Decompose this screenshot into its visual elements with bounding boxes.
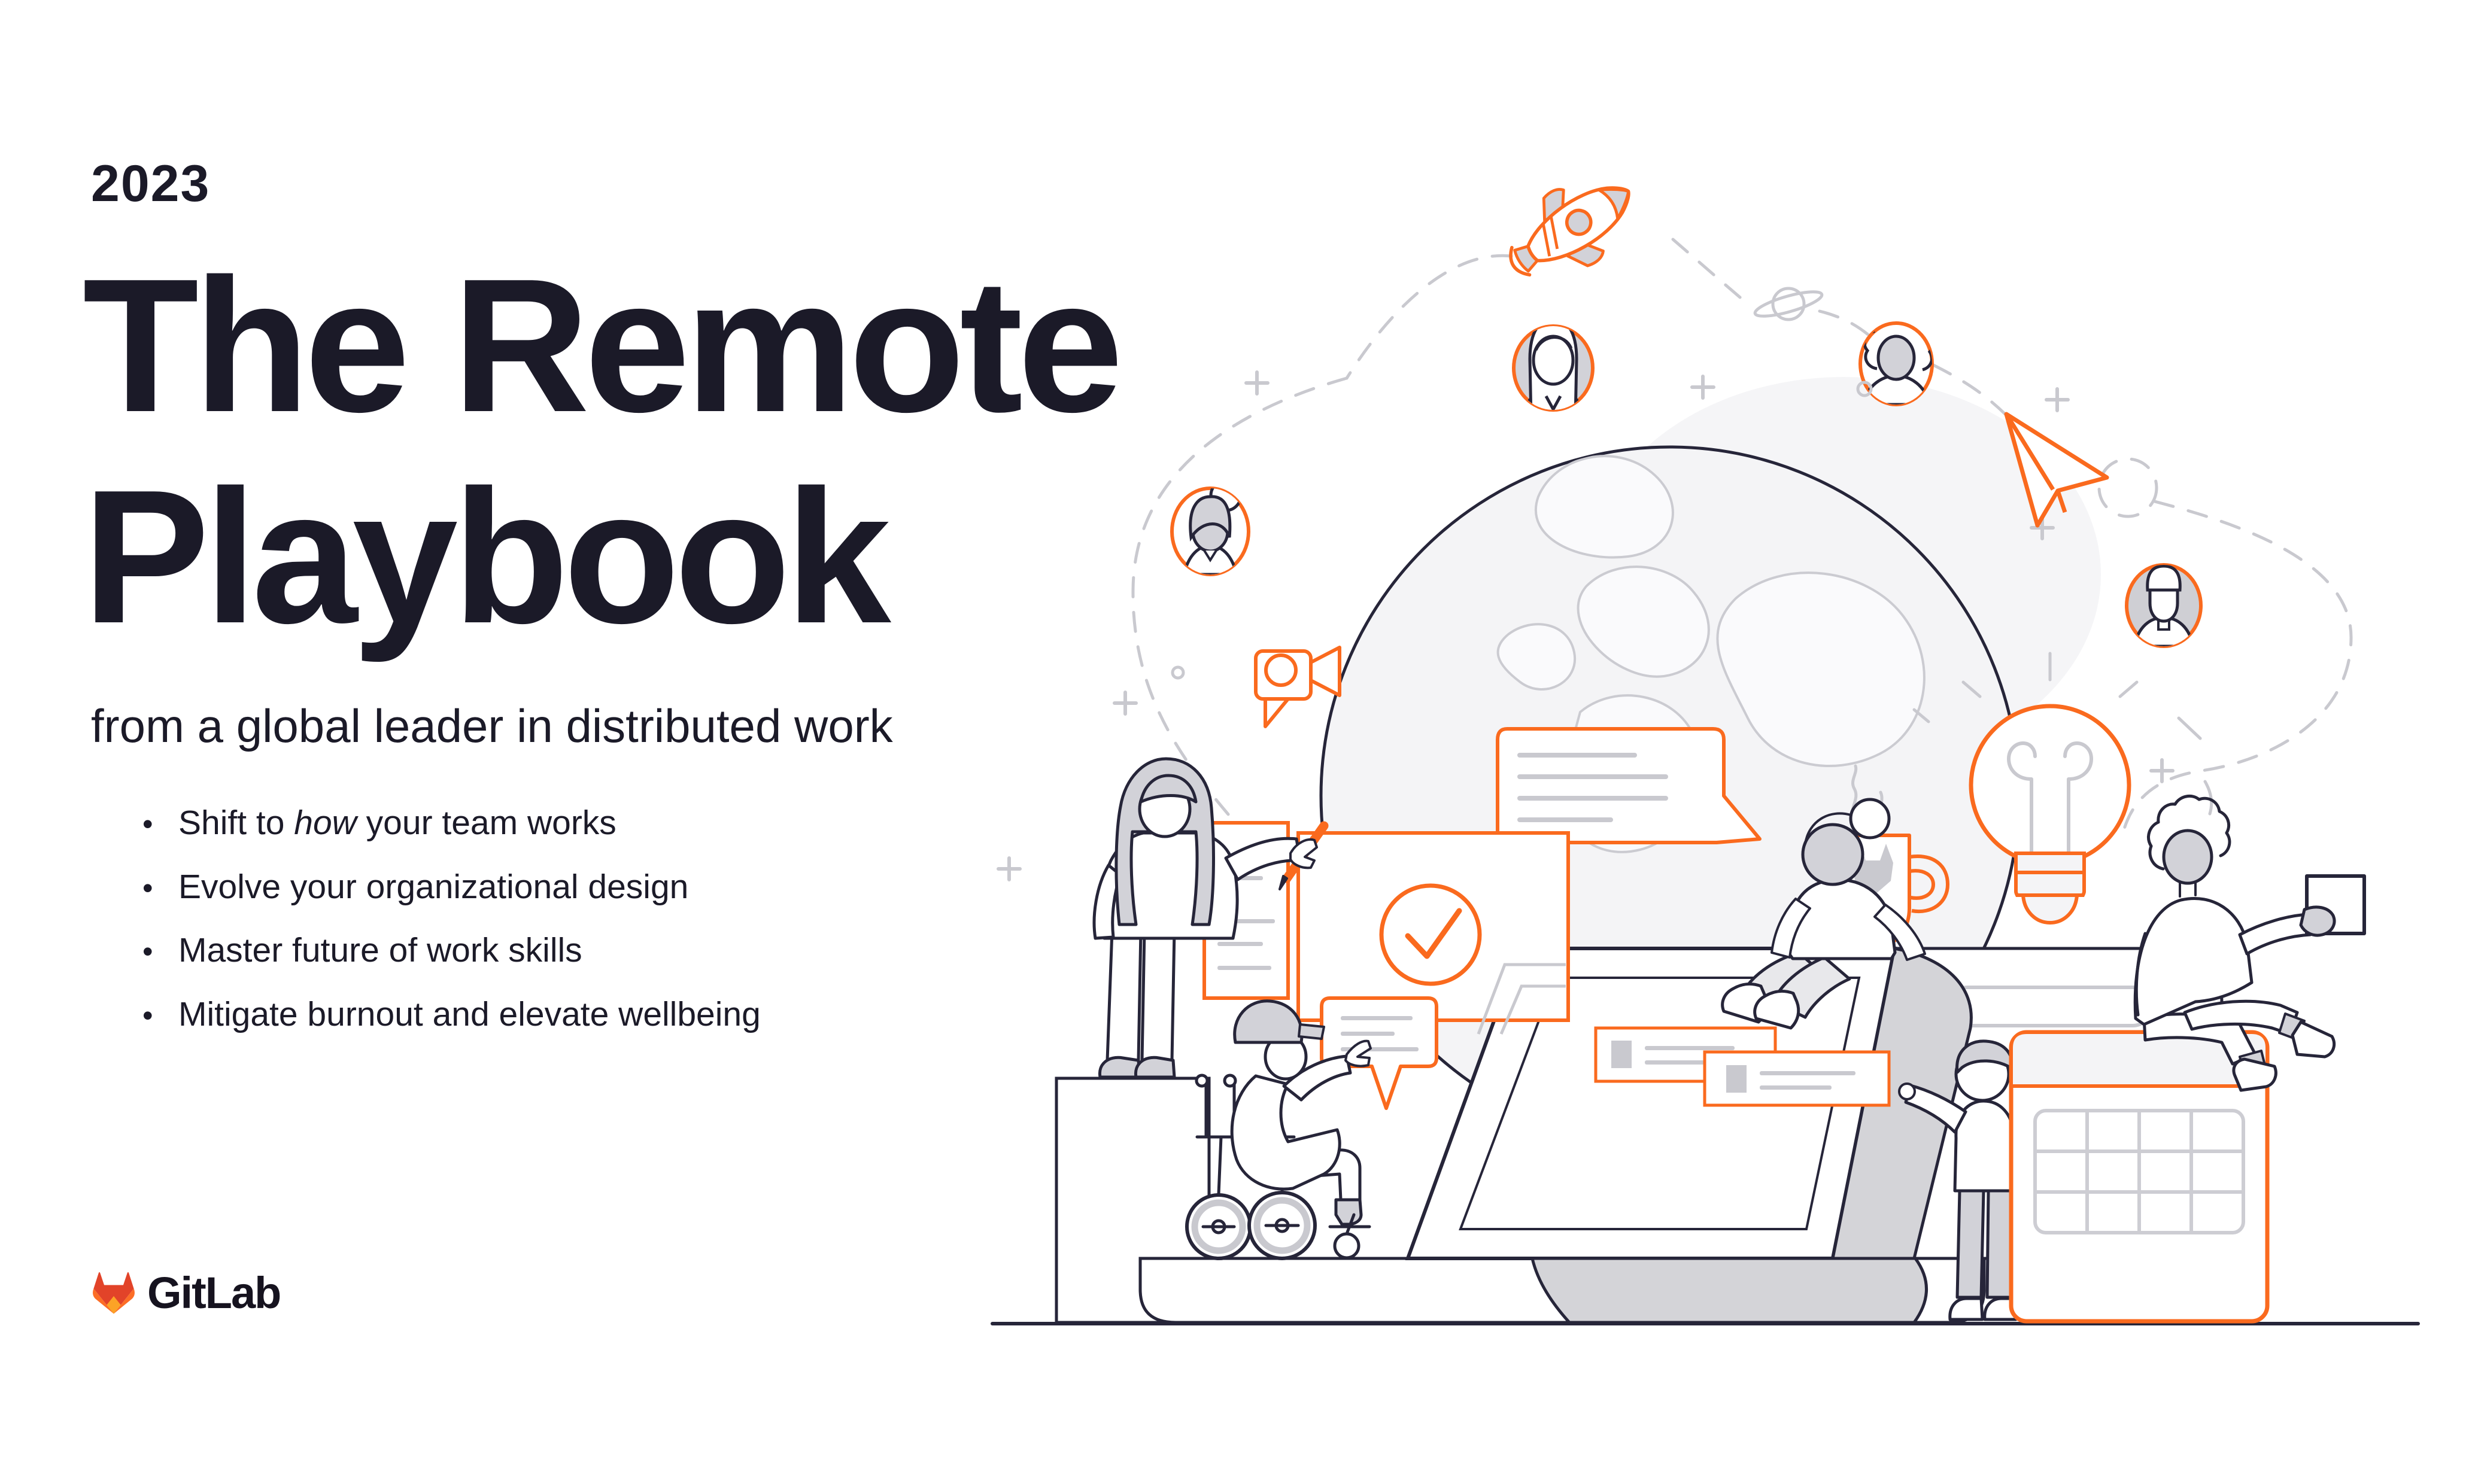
bullet-item: • Mitigate burnout and elevate wellbeing [142, 995, 761, 1034]
bullet-dot: • [142, 807, 153, 841]
gitlab-tanuki-icon [93, 1272, 135, 1313]
bullet-dot: • [142, 935, 153, 969]
video-camera-icon [1254, 646, 1341, 728]
year-label: 2023 [91, 155, 211, 212]
gitlab-logo: GitLab [89, 1267, 281, 1318]
bullet-item: • Master future of work skills [142, 931, 582, 970]
title-line-2: Playbook [83, 450, 891, 663]
avatar-man-flattop [2125, 563, 2203, 648]
person-standing-man [1898, 1039, 2018, 1321]
wheelchair-user [1185, 999, 1372, 1260]
avatar-woman-long-hair [1512, 324, 1595, 412]
feature-bullet-list: • Shift to how your team works • Evolve … [142, 804, 761, 1060]
person-sitting-on-laptop [1721, 798, 1926, 1030]
speech-bubble-small [1320, 996, 1438, 1110]
keyboard-deck [1530, 1257, 1928, 1324]
check-icon [1405, 908, 1462, 959]
bullet-dot: • [142, 871, 153, 905]
hero-text-block: 2023 The Remote Playbook from a global l… [83, 155, 1123, 1318]
person-sitting-on-calendar [2133, 794, 2366, 1092]
avatar-curly-hair [1858, 321, 1934, 406]
calendar-icon [2009, 1030, 2270, 1324]
gitlab-logo-text: GitLab [147, 1268, 281, 1318]
person-standing-woman [1092, 757, 1329, 1079]
subtitle: from a global leader in distributed work [91, 700, 893, 752]
laptop-icon [1405, 947, 1973, 1324]
bullet-item: • Evolve your organizational design [142, 867, 689, 906]
form-card-2 [1703, 1050, 1891, 1107]
check-circle [1379, 883, 1482, 986]
rocket-icon [1509, 186, 1630, 277]
title-line-1: The Remote [83, 239, 1123, 452]
avatar-woman-bun [1170, 486, 1250, 576]
sparkle-dots [1171, 381, 1873, 680]
page-title: The Remote Playbook [83, 239, 1123, 663]
wheelchair-wheels [1185, 1191, 1360, 1260]
bullet-item: • Shift to how your team works [142, 804, 617, 842]
speech-bubble-large [1496, 727, 1762, 844]
plus-marks [997, 370, 2175, 881]
paper-plane-icon [2004, 412, 2109, 528]
bullet-dot: • [142, 999, 153, 1033]
check-card [1296, 831, 1570, 1035]
lightbulb-icon [1912, 652, 2213, 925]
saturn-icon [1753, 287, 1824, 321]
